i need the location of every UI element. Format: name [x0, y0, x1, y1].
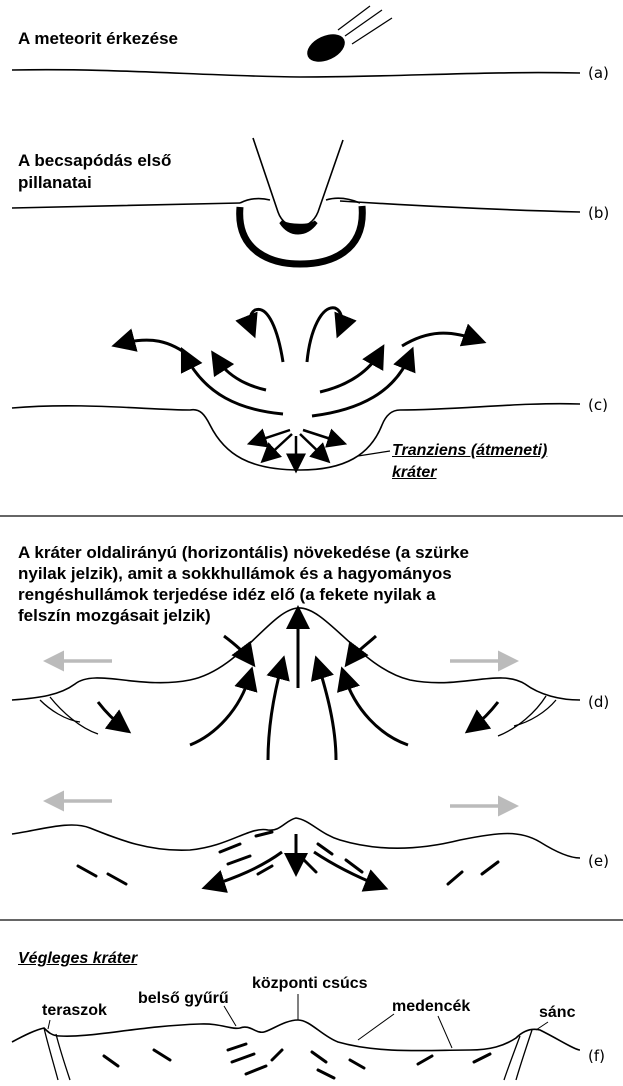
radial-arrow-5 — [303, 430, 340, 442]
uplift-arrow-far-right — [344, 675, 408, 745]
cavity-rim-left — [240, 198, 270, 203]
ejecta-arrow-up-left — [250, 309, 283, 362]
fault-left-2 — [50, 697, 98, 734]
basins-pointer-left — [358, 1014, 394, 1040]
inner-ring-pointer — [224, 1006, 236, 1026]
rampart-pointer — [536, 1022, 548, 1030]
panel-f — [12, 994, 580, 1080]
ejecta-arrow-up-right — [307, 308, 342, 362]
meteorite-trail-1 — [338, 6, 370, 30]
inflow-arrow-top-left — [224, 636, 250, 660]
fracture-marks-e — [78, 832, 498, 884]
flow-arrow-outer-right — [312, 355, 410, 416]
slump-arrow-right — [472, 702, 498, 728]
fault-left-1 — [40, 700, 80, 722]
meteorite-trail-3 — [352, 18, 392, 44]
ground-line-d — [12, 608, 580, 700]
fault-right-1 — [514, 700, 556, 726]
ground-line-f — [12, 1020, 580, 1051]
collapse-arrow-right — [314, 852, 380, 886]
meteorite-trail-2 — [345, 10, 382, 36]
uplift-arrow-right — [318, 664, 336, 760]
inflow-arrow-top-right — [350, 636, 376, 660]
ejecta-arrow-far-left — [120, 340, 192, 358]
uplift-arrow-far-left — [190, 675, 250, 745]
panel-d — [12, 608, 580, 760]
shock-front-ring — [240, 206, 363, 264]
fault-right-2 — [498, 696, 546, 736]
ejecta-arrow-far-right — [402, 333, 478, 346]
ground-line-a — [12, 70, 580, 77]
rampart-fault-right — [504, 1030, 532, 1080]
panel-a — [12, 6, 580, 77]
panel-c — [12, 308, 580, 470]
panel-e — [12, 801, 580, 886]
compressed-projectile — [281, 222, 316, 233]
panel-b — [12, 138, 580, 264]
fracture-marks-f — [104, 1044, 490, 1078]
slump-arrow-left — [98, 702, 124, 728]
ground-line-b — [12, 201, 580, 212]
flow-arrow-inner-right — [320, 352, 380, 392]
flow-arrow-inner-left — [216, 358, 266, 390]
terraces-pointer — [48, 1020, 50, 1029]
basins-pointer-right — [438, 1016, 452, 1048]
flow-arrow-outer-left — [185, 355, 283, 414]
meteorite-icon — [303, 29, 349, 68]
radial-arrow-4 — [300, 434, 325, 458]
uplift-arrow-left — [268, 664, 282, 760]
penetration-cavity — [253, 138, 343, 227]
